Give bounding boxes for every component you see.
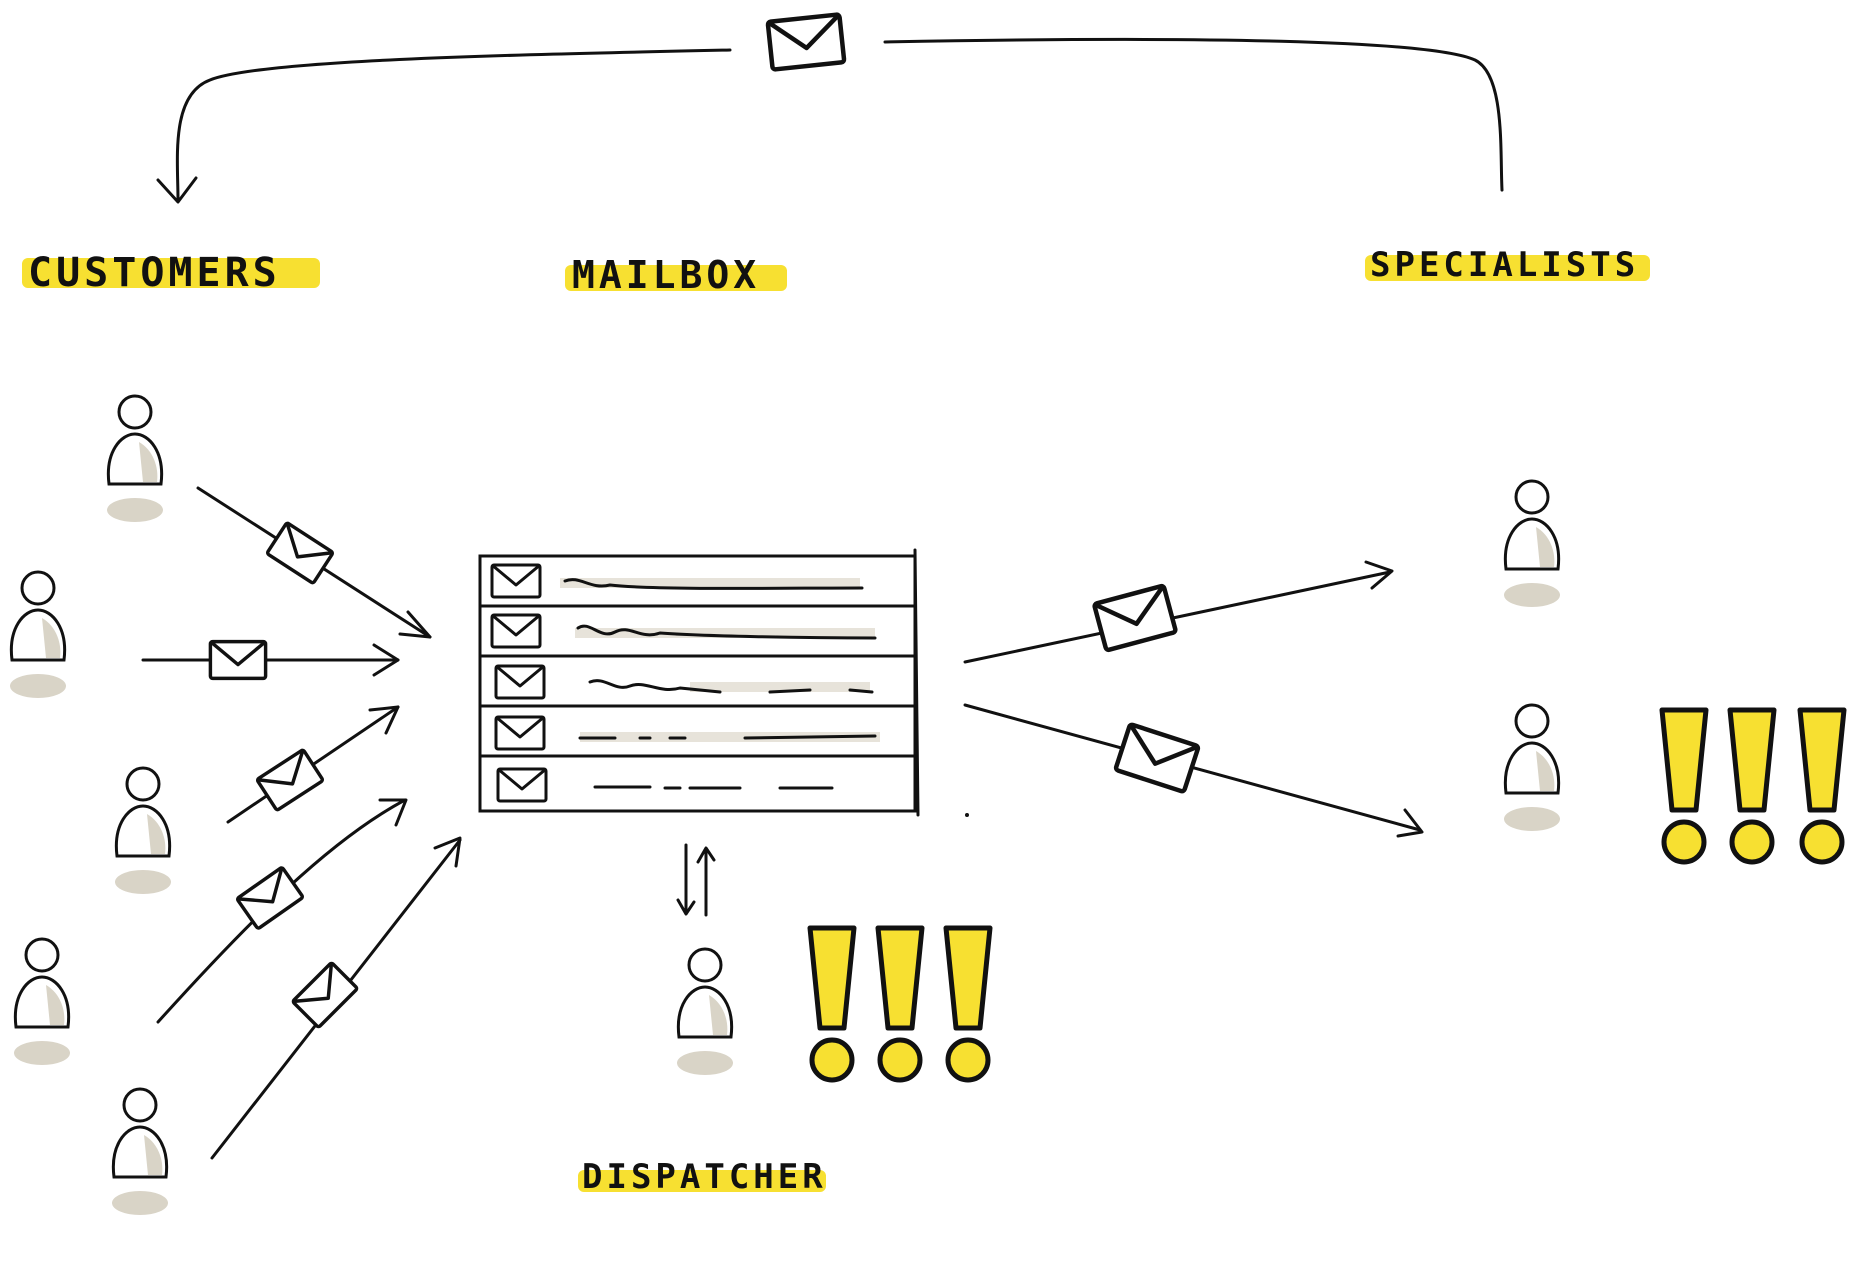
dispatcher-exclamation-icons — [810, 928, 990, 1080]
customer-person-icon — [110, 1087, 170, 1217]
envelope-icon — [290, 960, 360, 1030]
envelope-icon — [1115, 724, 1198, 792]
svg-text:MAILBOX: MAILBOX — [572, 253, 760, 297]
feedback-loop-arrow — [156, 14, 1504, 204]
label-mailbox: MAILBOX — [565, 253, 787, 297]
envelope-icon — [235, 865, 305, 931]
customer-person-icon — [12, 937, 72, 1067]
mailbox-row — [478, 554, 917, 608]
dispatcher-person-icon — [675, 947, 735, 1077]
customer-person-icon — [113, 766, 173, 896]
label-specialists: SPECIALISTS — [1365, 245, 1650, 285]
specialist-exclamation-icons — [1662, 710, 1844, 862]
mailbox-row — [478, 604, 917, 658]
svg-text:CUSTOMERS: CUSTOMERS — [28, 250, 281, 296]
outgoing-arrows — [963, 560, 1424, 838]
envelope-icon — [255, 747, 325, 813]
envelope-icon — [490, 613, 542, 649]
customer-person-icon — [105, 394, 165, 524]
mailbox-row — [478, 754, 917, 813]
customer-person-icon — [8, 570, 68, 700]
envelope-icon — [490, 563, 542, 599]
customers-group — [8, 394, 173, 1217]
label-customers: CUSTOMERS — [22, 250, 320, 296]
mailbox-list — [478, 548, 969, 817]
envelope-icon — [265, 520, 335, 586]
envelope-icon — [208, 639, 268, 681]
incoming-arrows — [141, 486, 462, 1160]
envelope-icon — [494, 715, 546, 751]
mailbox-row — [478, 704, 917, 758]
specialists-group — [1502, 479, 1844, 862]
svg-text:SPECIALISTS: SPECIALISTS — [1370, 245, 1639, 285]
svg-text:DISPATCHER: DISPATCHER — [582, 1157, 827, 1197]
dispatcher-group — [675, 843, 990, 1080]
envelope-icon — [1094, 586, 1176, 651]
envelope-icon — [494, 664, 546, 700]
envelope-icon — [496, 767, 548, 803]
mailbox-row — [478, 654, 917, 708]
specialist-person-icon — [1502, 703, 1562, 833]
specialist-person-icon — [1502, 479, 1562, 609]
label-dispatcher: DISPATCHER — [578, 1157, 827, 1197]
envelope-icon — [768, 14, 845, 69]
sync-arrows-icon — [676, 843, 716, 917]
